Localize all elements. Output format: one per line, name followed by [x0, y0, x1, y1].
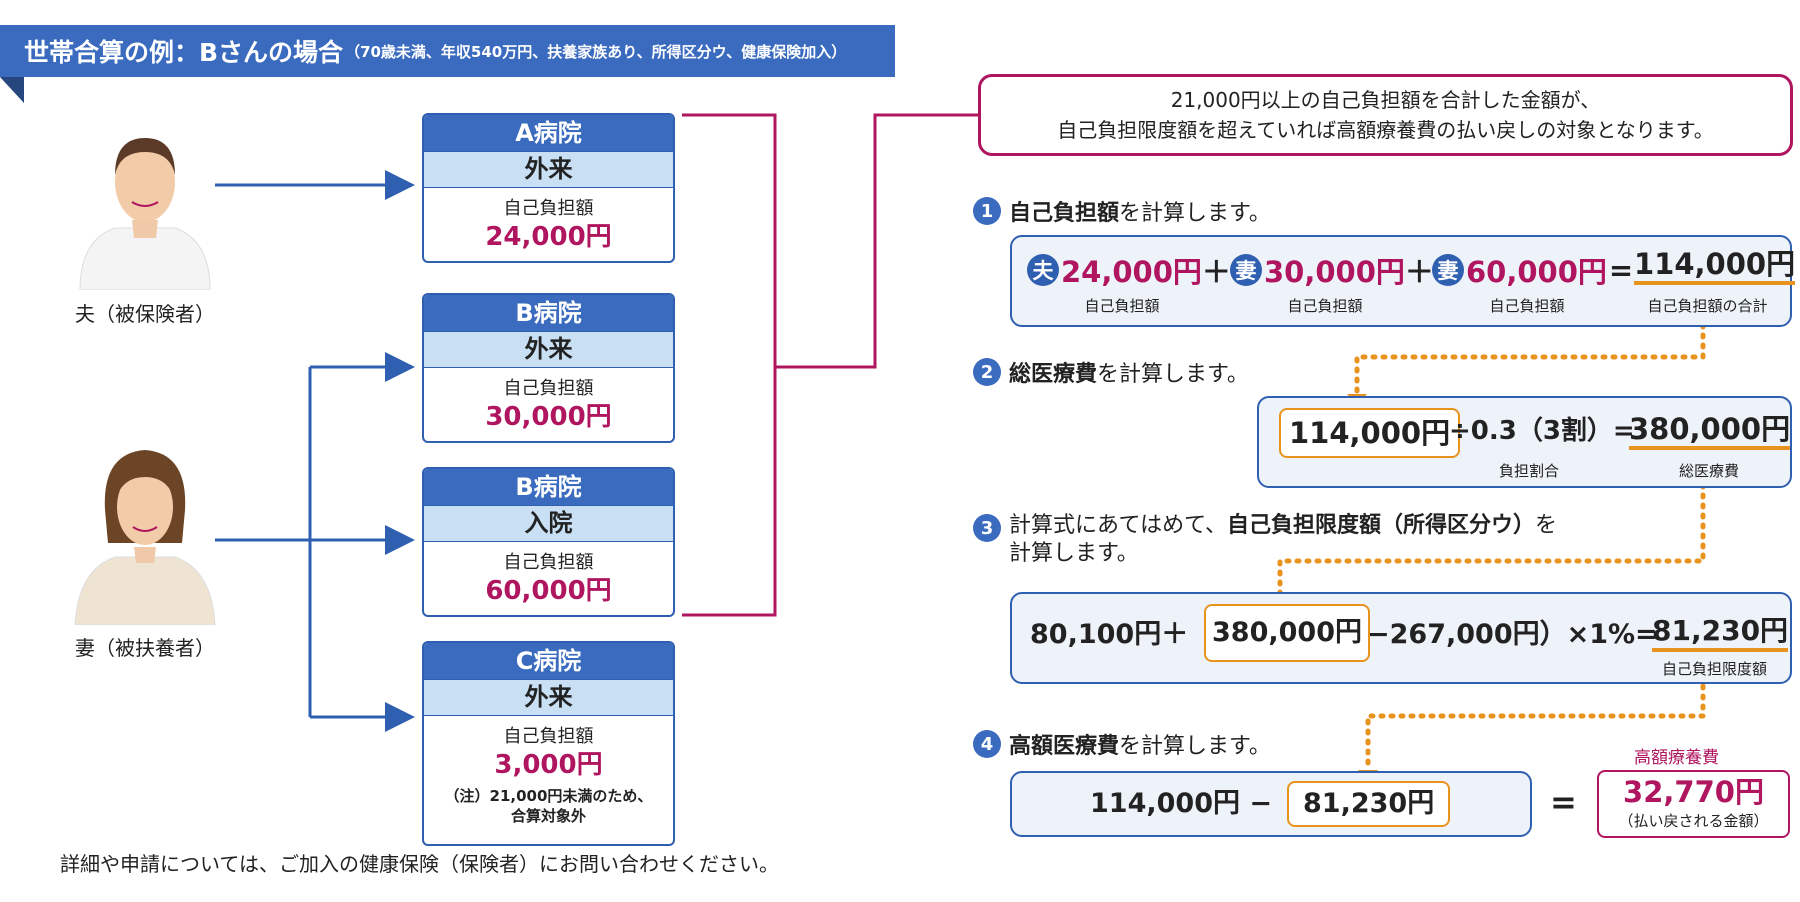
summary-line1: 21,000円以上の自己負担額を合計した金額が、 — [1170, 88, 1601, 112]
step4-bold: 高額医療費 — [1009, 734, 1120, 759]
plus-sign: ＋ — [1201, 255, 1231, 289]
copay-amount: 24,000円 — [485, 222, 612, 252]
step2-bold: 総医療費 — [1009, 362, 1098, 387]
husband-chip: 夫 — [1027, 254, 1059, 286]
dotted-connector-2 — [1277, 482, 1706, 597]
magenta-bracket — [682, 113, 777, 617]
hospital-name: B病院 — [424, 295, 673, 331]
calc4-input-box: 81,230円 — [1287, 781, 1451, 827]
step3-heading: 3 計算式にあてはめて、自己負担限度額（所得区分ウ）を 計算します。 — [973, 512, 1557, 568]
copay-label: 自己負担額 — [503, 378, 594, 399]
title-band: 世帯合算の例：Bさんの場合 （70歳未満、年収540万円、扶養家族あり、所得区分… — [0, 25, 895, 77]
hospital-name: C病院 — [424, 643, 673, 679]
hospital-name: A病院 — [424, 115, 673, 151]
exclusion-note-line2: 合算対象外 — [510, 807, 586, 825]
calc4-box: 114,000円 − 81,230円 — [1010, 771, 1532, 837]
wife-label: 妻（被扶養者） — [75, 636, 215, 660]
calc1-caption2: 自己負担額 — [1287, 297, 1363, 315]
exclusion-note-line1: （注）21,000円未満のため、 — [444, 787, 653, 805]
calc1-value2: 30,000円 — [1264, 255, 1405, 289]
calc1-value3: 60,000円 — [1466, 255, 1607, 289]
step4-heading: 4 高額医療費を計算します。 — [973, 728, 1271, 760]
calc2-caption-result: 総医療費 — [1678, 462, 1739, 480]
calc3-input-box: 380,000円 — [1204, 604, 1370, 662]
calc4-equals: = — [1550, 783, 1577, 821]
refund-result-box: 32,770円 （払い戻される金額） — [1597, 770, 1790, 838]
step2-rest: を計算します。 — [1097, 362, 1249, 387]
step3-bold: 自己負担限度額（所得区分ウ） — [1227, 513, 1536, 538]
equals-sign: = — [1608, 253, 1634, 287]
step-number-badge: 2 — [973, 358, 1001, 386]
dotted-connector-1 — [1354, 322, 1706, 399]
summary-line2: 自己負担限度額を超えていれば高額療養費の払い戻しの対象となります。 — [1057, 118, 1714, 142]
copay-label: 自己負担額 — [503, 726, 594, 747]
hospital-card-a-outpatient: A病院 外来 自己負担額 24,000円 — [422, 113, 675, 263]
step3-rest: を — [1535, 513, 1558, 538]
step1-heading: 1 自己負担額を計算します。 — [973, 195, 1271, 227]
visit-type: 外来 — [424, 331, 673, 368]
husband-avatar — [70, 120, 220, 291]
wife-avatar — [70, 435, 220, 626]
calc1-term3: 妻 60,000円 = — [1432, 249, 1633, 291]
calc1-value1: 24,000円 — [1061, 255, 1202, 289]
refund-amount: 32,770円 — [1623, 775, 1764, 809]
wife-chip: 妻 — [1230, 254, 1262, 286]
calc2-result: 380,000円 — [1629, 412, 1791, 450]
step3-pre: 計算式にあてはめて、 — [1009, 513, 1228, 538]
copay-amount: 30,000円 — [485, 402, 612, 432]
step4-rest: を計算します。 — [1119, 734, 1271, 759]
refund-caption: （払い戻される金額） — [1618, 812, 1769, 830]
calc1-caption-total: 自己負担額の合計 — [1647, 297, 1768, 315]
visit-type: 入院 — [424, 505, 673, 542]
calc1-caption3: 自己負担額 — [1489, 297, 1565, 315]
calc1-total: 114,000円 — [1634, 247, 1796, 285]
calc4-left: 114,000円 − — [1090, 788, 1272, 819]
husband-label: 夫（被保険者） — [75, 302, 215, 326]
hospital-card-b-inpatient: B病院 入院 自己負担額 60,000円 — [422, 467, 675, 617]
calc2-operator: ÷0.3（3割）= — [1449, 416, 1635, 446]
hospital-card-b-outpatient: B病院 外来 自己負担額 30,000円 — [422, 293, 675, 443]
hospital-card-c-outpatient: C病院 外来 自己負担額 3,000円 （注）21,000円未満のため、 合算対… — [422, 641, 675, 846]
footer-note: 詳細や申請については、ご加入の健康保険（保険者）にお問い合わせください。 — [60, 852, 779, 876]
copay-label: 自己負担額 — [503, 552, 594, 573]
dotted-connector-3 — [1365, 683, 1706, 774]
calc1-term2: 妻 30,000円 ＋ — [1230, 249, 1434, 291]
calc1-term1: 夫 24,000円 ＋ — [1027, 249, 1231, 291]
calc2-caption-ratio: 負担割合 — [1498, 462, 1559, 480]
calc3-box: 80,100円＋（ 380,000円 −267,000円）×1%= 81,230… — [1010, 592, 1792, 684]
step1-bold: 自己負担額 — [1009, 201, 1120, 226]
calc1-box: 夫 24,000円 ＋ 妻 30,000円 ＋ 妻 60,000円 = 114,… — [1010, 235, 1796, 327]
copay-amount: 60,000円 — [485, 576, 612, 606]
step-number-badge: 4 — [973, 730, 1001, 758]
step3-line2: 計算します。 — [1009, 541, 1139, 566]
step1-rest: を計算します。 — [1119, 201, 1271, 226]
copay-amount: 3,000円 — [494, 750, 603, 780]
calc3-result: 81,230円 — [1652, 614, 1789, 652]
summary-box: 21,000円以上の自己負担額を合計した金額が、 自己負担限度額を超えていれば高… — [978, 74, 1793, 156]
title-fold-decoration — [0, 77, 24, 103]
page-subtitle: （70歳未満、年収540万円、扶養家族あり、所得区分ウ、健康保険加入） — [345, 42, 847, 61]
hospital-name: B病院 — [424, 469, 673, 505]
calc2-input-box: 114,000円 — [1279, 408, 1461, 458]
step-number-badge: 1 — [973, 197, 1001, 225]
copay-label: 自己負担額 — [503, 198, 594, 219]
calc3-prefix: 80,100円＋（ — [1030, 619, 1216, 650]
refund-label: 高額療養費 — [1634, 748, 1719, 768]
visit-type: 外来 — [424, 151, 673, 188]
page-title: 世帯合算の例：Bさんの場合 — [24, 38, 344, 67]
wife-chip: 妻 — [1432, 254, 1464, 286]
magenta-connector — [775, 113, 978, 369]
calc1-caption1: 自己負担額 — [1084, 297, 1160, 315]
calc3-caption-result: 自己負担限度額 — [1661, 660, 1767, 678]
calc2-box: 114,000円 ÷0.3（3割）= 380,000円 負担割合 総医療費 — [1257, 396, 1792, 488]
step2-heading: 2 総医療費を計算します。 — [973, 356, 1249, 388]
step-number-badge: 3 — [973, 514, 1001, 542]
calc3-postfix: −267,000円）×1%= — [1367, 619, 1658, 650]
visit-type: 外来 — [424, 679, 673, 716]
plus-sign: ＋ — [1404, 255, 1434, 289]
